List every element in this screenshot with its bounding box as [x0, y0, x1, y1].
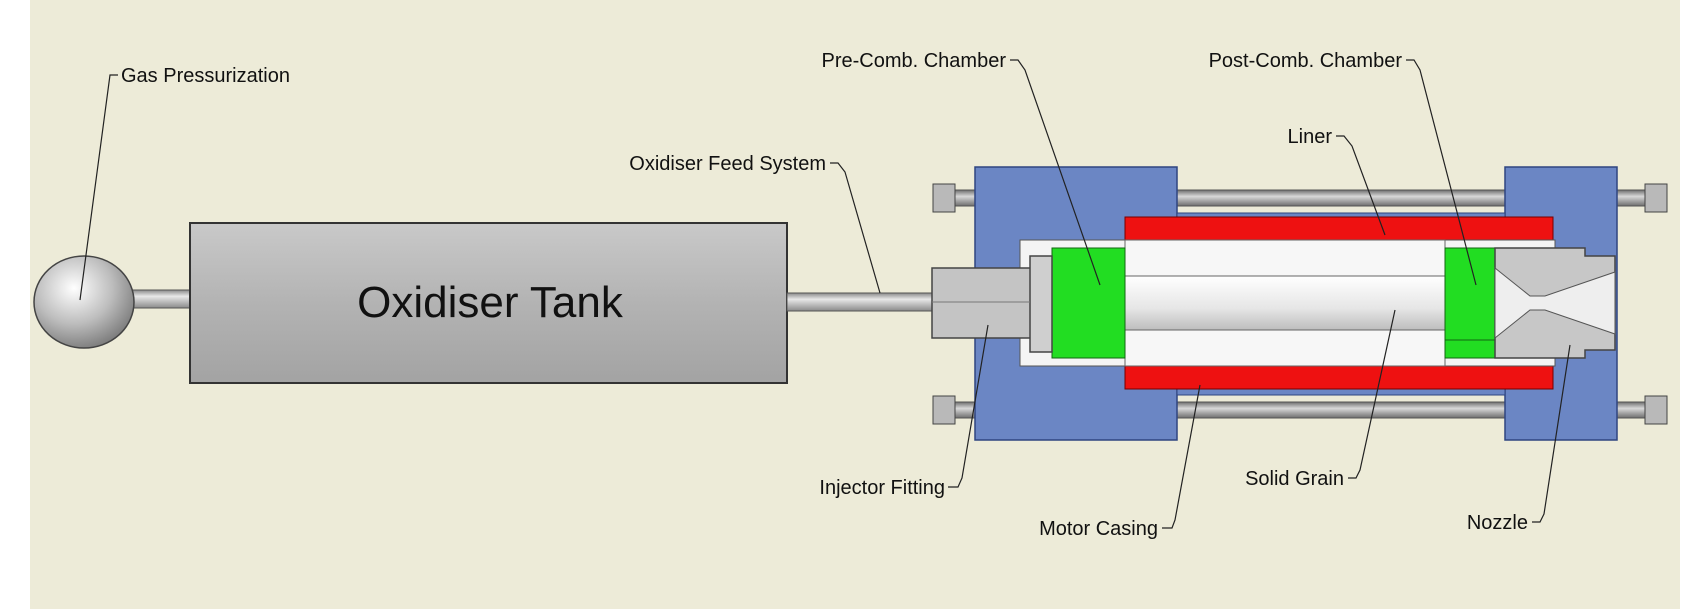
rod-nuts	[932, 183, 1668, 425]
leader-lines	[79, 59, 1571, 529]
pre-comb-chamber	[1051, 247, 1126, 359]
label-injector-fitting: Injector Fitting	[819, 477, 945, 499]
oxidiser-tank	[189, 222, 788, 384]
gas-pressurization-sphere	[33, 255, 135, 349]
liner-top	[1124, 216, 1554, 241]
grain-bore	[1124, 275, 1446, 331]
sphere-connector-pipe	[131, 289, 193, 309]
label-pre-comb-chamber: Pre-Comb. Chamber	[821, 50, 1006, 72]
label-nozzle: Nozzle	[1467, 512, 1528, 534]
label-motor-casing: Motor Casing	[1039, 518, 1158, 540]
label-liner: Liner	[1288, 126, 1333, 148]
post-comb-chamber	[1444, 247, 1496, 359]
liner-bottom	[1124, 365, 1554, 390]
oxidiser-tank-title: Oxidiser Tank	[357, 278, 624, 327]
nozzle-throat	[1494, 266, 1616, 340]
oxidiser-feed-pipe	[786, 292, 933, 312]
label-post-comb-chamber: Post-Comb. Chamber	[1209, 50, 1403, 72]
label-gas-pressurization: Gas Pressurization	[121, 65, 290, 87]
label-oxidiser-feed-system: Oxidiser Feed System	[629, 153, 826, 175]
injector-fitting-flange	[1029, 255, 1053, 353]
label-solid-grain: Solid Grain	[1245, 468, 1344, 490]
